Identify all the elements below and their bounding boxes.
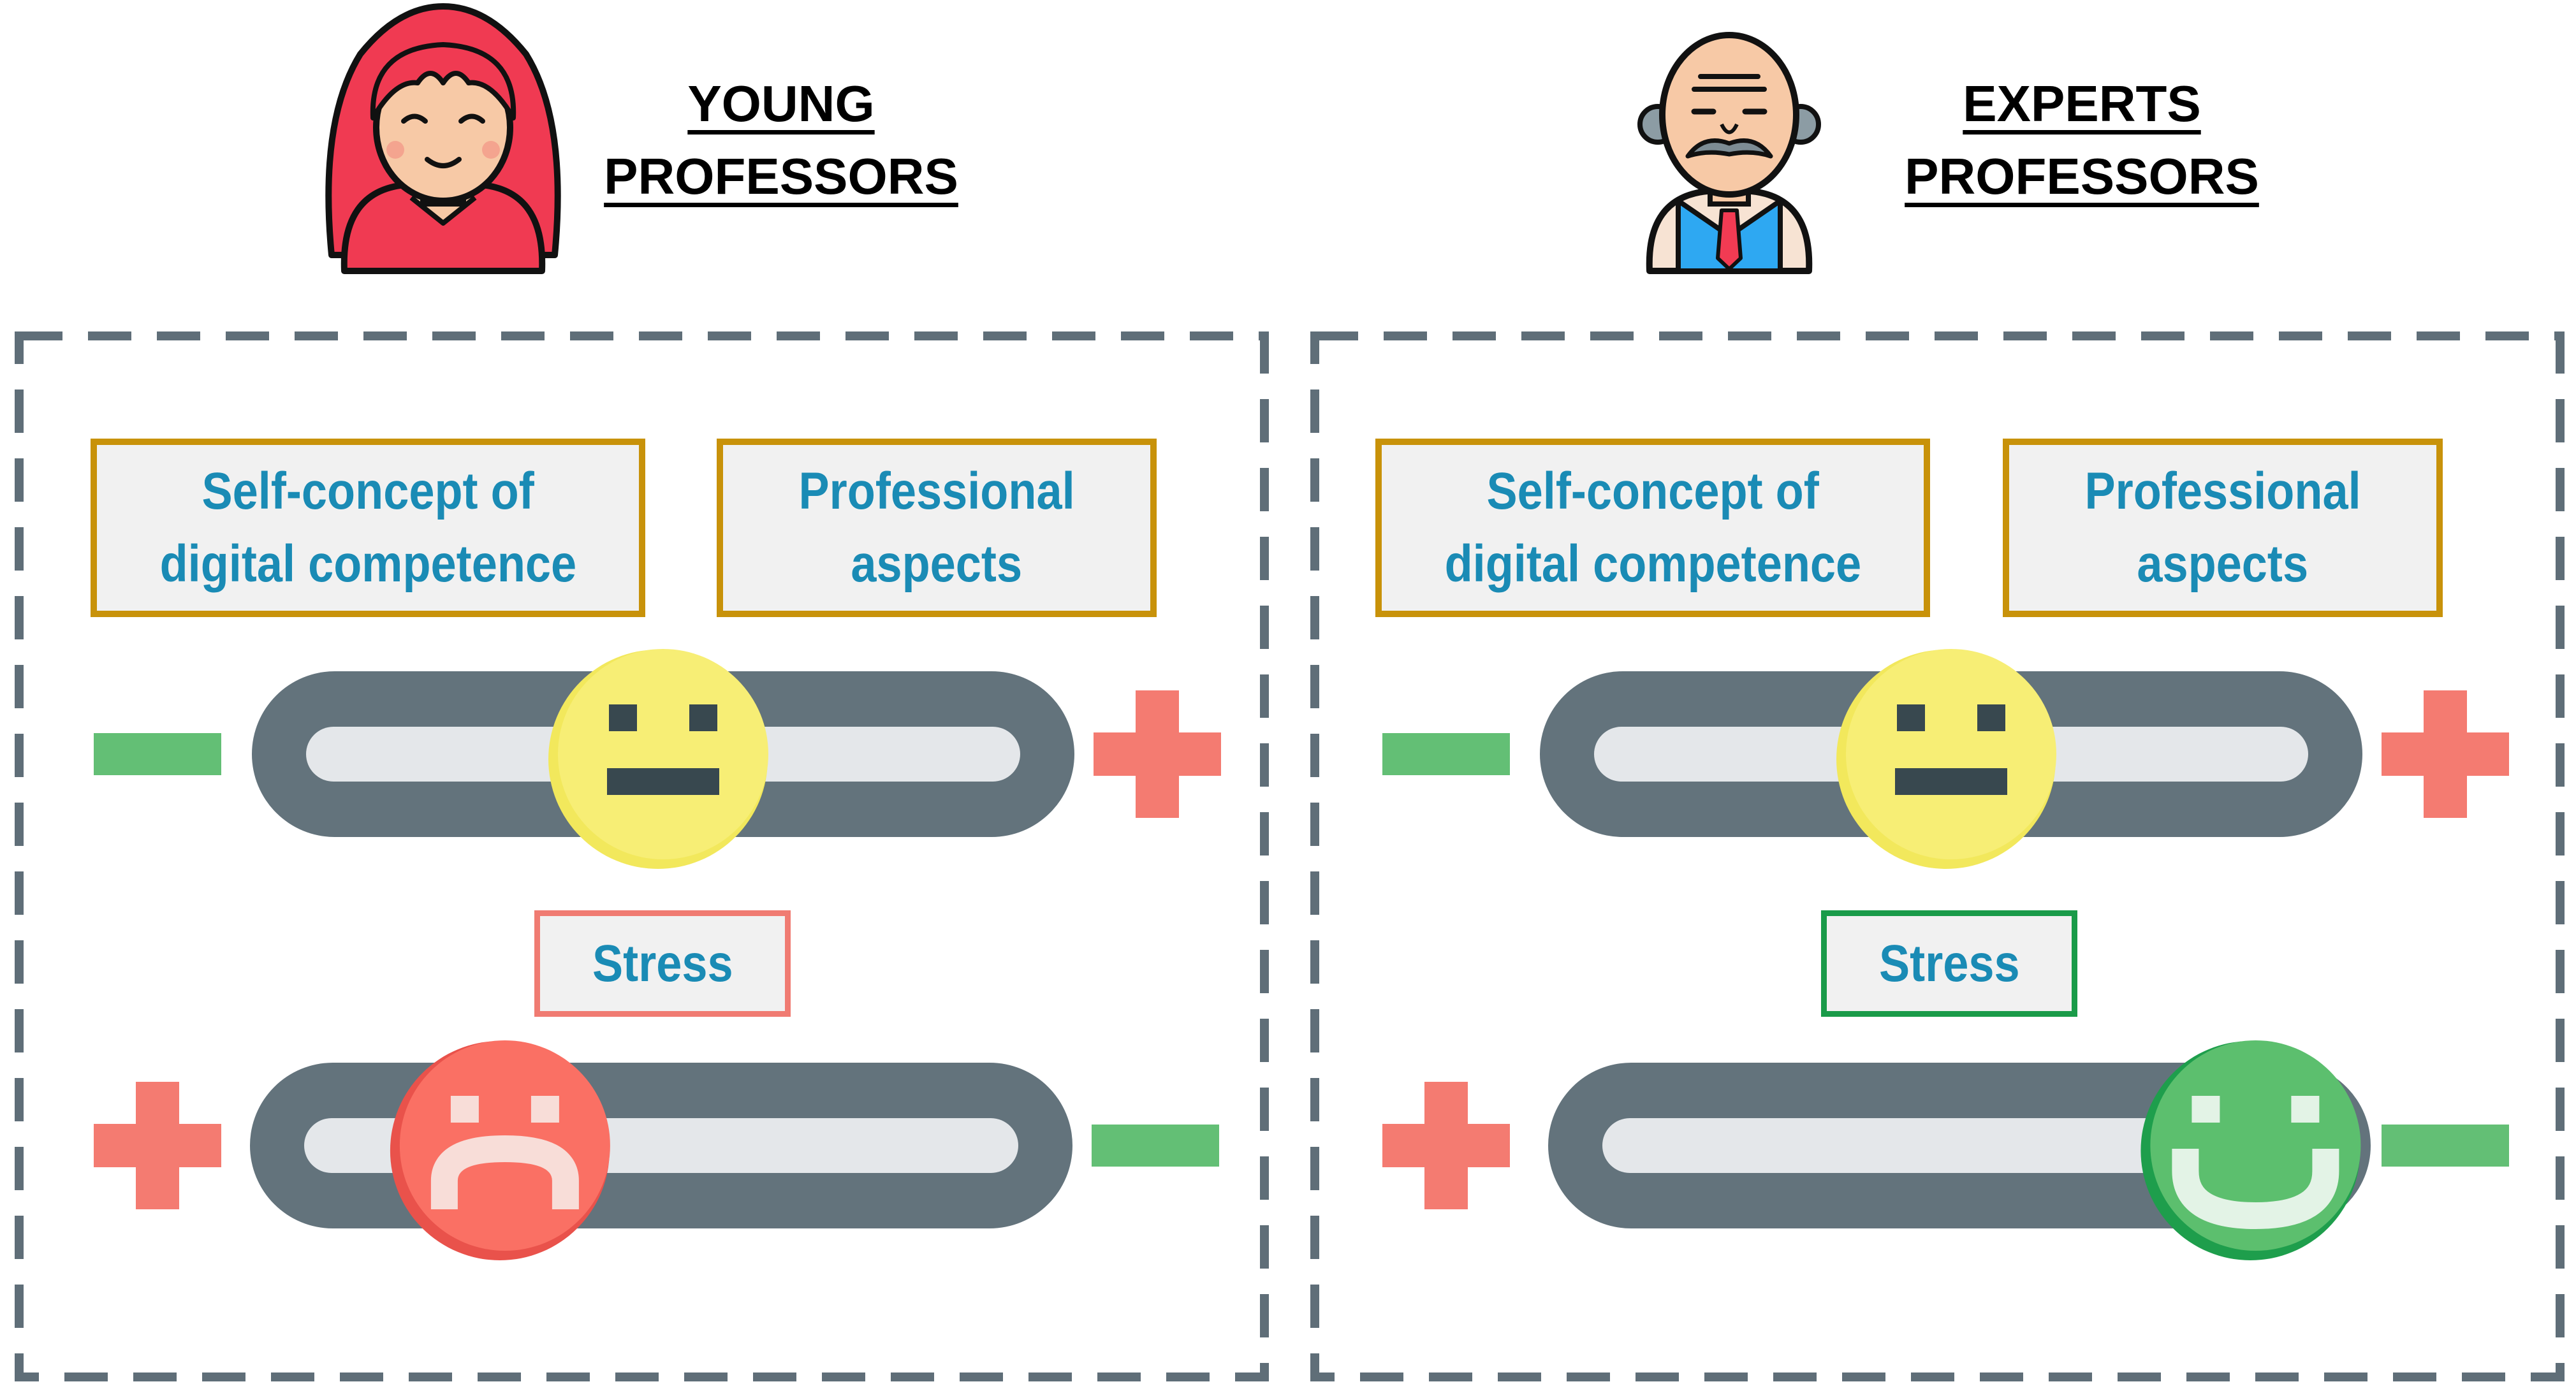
young-woman-professor-icon — [325, 3, 561, 274]
experts-title-line-1: EXPERTS — [1963, 75, 2201, 132]
experts-self-concept-line-2: digital competence — [1444, 535, 1861, 593]
experts-stress-slider — [1382, 1040, 2509, 1260]
young-stress-right-minus-icon — [1092, 1125, 1219, 1167]
young-self-concept-line-2: digital competence — [159, 535, 576, 593]
experts-stress-happy-face-icon — [2141, 1040, 2361, 1260]
experts-stress-label: Stress — [1878, 934, 2020, 993]
experts-factors-neutral-face-icon — [1836, 649, 2056, 869]
experts-stress-right-minus-icon — [2382, 1125, 2509, 1167]
experts-professional-aspects-box: Professional aspects — [2003, 439, 2443, 617]
older-man-professor-icon — [1637, 32, 1821, 274]
young-stress-slider — [94, 1040, 1219, 1260]
experts-professional-line-2: aspects — [2137, 535, 2309, 593]
experts-factors-slider — [1382, 649, 2509, 869]
young-factors-left-minus-icon — [94, 733, 221, 775]
young-professional-line-1: Professional — [798, 462, 1075, 520]
experts-stress-track-groove — [1602, 1118, 2316, 1173]
experts-stress-left-plus-icon — [1382, 1082, 1510, 1209]
young-stress-label: Stress — [592, 934, 733, 993]
young-professional-line-2: aspects — [851, 535, 1023, 593]
young-factors-slider — [94, 649, 1221, 869]
experts-professors-title: EXPERTS PROFESSORS — [1859, 68, 2305, 213]
young-title-line-1: YOUNG — [687, 75, 875, 132]
young-professional-aspects-box: Professional aspects — [717, 439, 1157, 617]
experts-self-concept-line-1: Self-concept of — [1486, 462, 1819, 520]
young-professors-title: YOUNG PROFESSORS — [558, 68, 1004, 213]
experts-stress-box: Stress — [1821, 910, 2077, 1017]
young-title-line-2: PROFESSORS — [604, 148, 958, 205]
young-self-concept-line-1: Self-concept of — [201, 462, 534, 520]
young-self-concept-box: Self-concept of digital competence — [91, 439, 645, 617]
young-stress-sad-face-icon — [390, 1040, 610, 1260]
experts-title-line-2: PROFESSORS — [1905, 148, 2259, 205]
young-stress-left-plus-icon — [94, 1082, 221, 1209]
young-factors-right-plus-icon — [1094, 690, 1221, 818]
young-panel-border — [15, 331, 1269, 1381]
young-factors-neutral-face-icon — [548, 649, 768, 869]
experts-self-concept-box: Self-concept of digital competence — [1375, 439, 1930, 617]
sliders-layer — [94, 649, 2509, 1260]
experts-factors-left-minus-icon — [1382, 733, 1510, 775]
experts-factors-right-plus-icon — [2382, 690, 2509, 818]
experts-professional-line-1: Professional — [2084, 462, 2361, 520]
young-stress-box: Stress — [534, 910, 791, 1017]
experts-panel-border — [1310, 331, 2565, 1381]
